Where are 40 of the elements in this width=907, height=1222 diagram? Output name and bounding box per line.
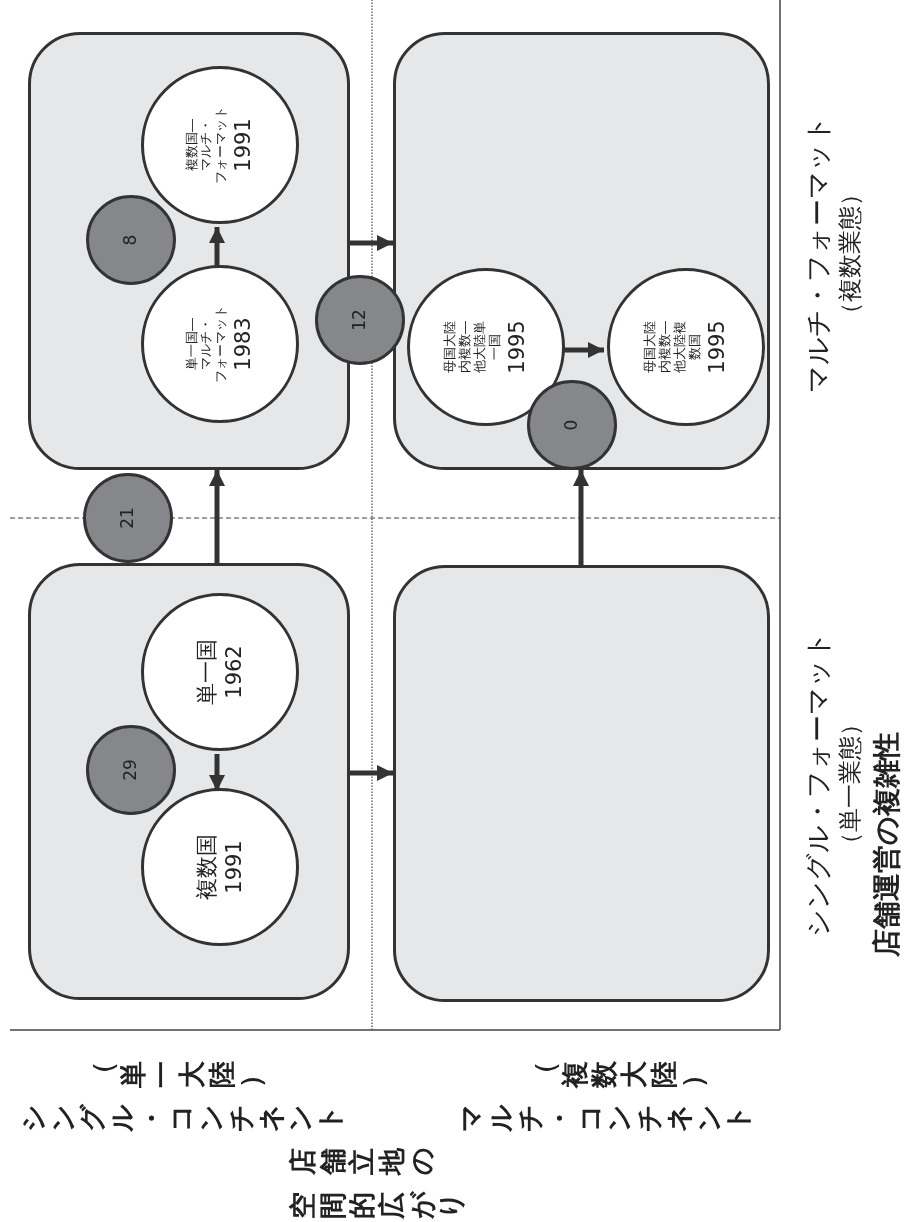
year-label: 1991: [221, 840, 246, 894]
axis-label: マルチ・フォーマット: [801, 115, 834, 393]
stage-label: 複数国: [194, 834, 220, 900]
count-circle: [86, 195, 176, 285]
axis-title: 店舗立地の空間的広がり: [288, 1148, 467, 1219]
axis-label: シングル・コンチネント: [18, 1105, 345, 1132]
quadrant-box: [393, 565, 770, 1002]
axis-title: 店舗運営の複雑性: [869, 731, 904, 957]
quadrant-box: [28, 563, 350, 1000]
axis-label: （単一業態）: [835, 712, 865, 856]
arrow: [350, 765, 393, 781]
arrow: [562, 342, 604, 358]
axis-label: シングル・フォーマット: [801, 631, 834, 937]
arrow: [209, 227, 225, 268]
count-number: 8: [121, 234, 141, 246]
year-label: 1995: [704, 320, 729, 374]
quadrant-box: [28, 32, 350, 470]
year-label: 1962: [221, 645, 246, 699]
year-label: 1991: [231, 118, 256, 172]
arrow: [573, 470, 589, 565]
arrow: [350, 235, 393, 251]
quadrant-box: [393, 32, 770, 470]
count-number: 12: [350, 309, 370, 331]
stage-label: 母国大陸内複数―他大陸複数国: [643, 321, 703, 373]
count-circle: [86, 725, 176, 815]
year-label: 1983: [231, 317, 256, 371]
count-number: 0: [562, 419, 582, 431]
stage-label: 複数国―マルチ・フォーマット: [184, 106, 230, 184]
count-number: 29: [121, 759, 141, 781]
axis-label: マルチ・コンチネント: [456, 1105, 753, 1132]
count-number: 21: [118, 507, 138, 529]
axis-label: （単一大陸）: [88, 1061, 267, 1088]
stage-label: 単一国―マルチ・フォーマット: [184, 305, 230, 383]
stage-label: 母国大陸内複数―他大陸単一国: [443, 321, 503, 373]
stage-label: 単一国: [194, 639, 220, 705]
axis-label: （複数業態）: [835, 182, 865, 326]
axis-label: （複数大陸）: [530, 1061, 709, 1088]
arrow: [209, 754, 225, 791]
arrow: [209, 470, 225, 563]
year-label: 1995: [504, 320, 529, 374]
